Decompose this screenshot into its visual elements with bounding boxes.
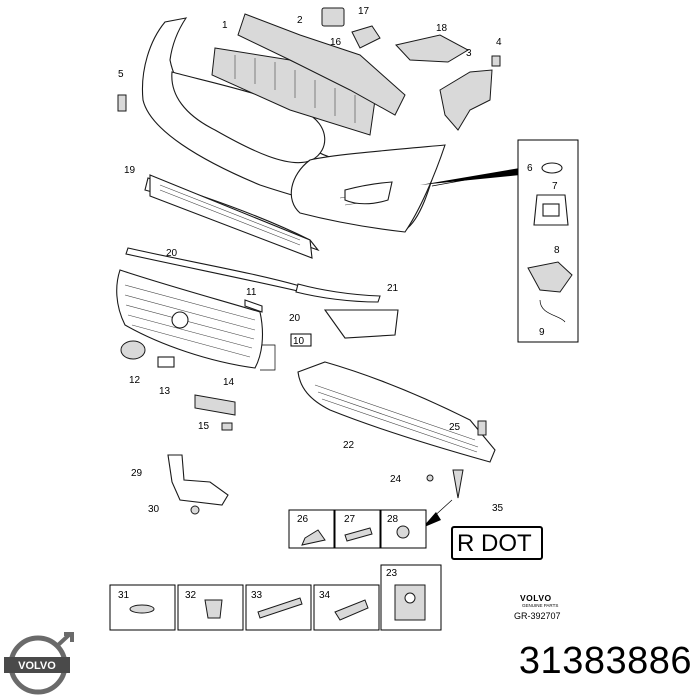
fastener-stack (452, 469, 464, 499)
callout-10: 10 (293, 336, 305, 347)
doc-brand-sub: GENUINE PARTS (522, 603, 559, 608)
part-22-skid-plate (297, 361, 496, 463)
part-5-clip (117, 94, 127, 112)
callout-18: 18 (436, 23, 448, 34)
part-3-side-bracket (439, 55, 501, 131)
callout-33: 33 (251, 590, 263, 601)
callout-35: 35 (492, 503, 504, 514)
part-14-bracket (194, 394, 236, 416)
part-15-screw (221, 422, 233, 431)
rdot-label-text: R DOT (457, 530, 532, 557)
part-21-fog-cover (323, 309, 399, 339)
part-number: 31383886 (518, 640, 692, 682)
callout-14: 14 (223, 377, 235, 388)
callout-8: 8 (554, 245, 560, 256)
callout-labels: 1 2 3 4 5 6 7 8 9 10 11 12 13 14 15 16 1… (118, 6, 560, 601)
callout-16: 16 (330, 37, 342, 48)
part-23-box (380, 564, 442, 631)
callout-15: 15 (198, 421, 210, 432)
volvo-logo-wordmark: VOLVO (18, 660, 56, 672)
callout-29: 29 (131, 468, 143, 479)
part-13-badge (157, 356, 175, 368)
callout-7: 7 (552, 181, 558, 192)
callout-26: 26 (297, 514, 309, 525)
callout-21: 21 (387, 283, 399, 294)
part-29-mount-bracket (167, 454, 229, 515)
callout-23: 23 (386, 568, 398, 579)
callout-12: 12 (129, 375, 141, 386)
callout-17: 17 (358, 6, 370, 17)
callout-20a: 20 (166, 248, 178, 259)
part-12-emblem (120, 340, 146, 360)
callout-32: 32 (185, 590, 197, 601)
part-10-label-box (290, 333, 312, 347)
doc-brand: VOLVO (520, 593, 552, 603)
callout-11: 11 (246, 287, 257, 298)
callout-5: 5 (118, 69, 124, 80)
callout-19: 19 (124, 165, 136, 176)
doc-reference: GR-392707 (514, 611, 561, 621)
fastener-box-row-26-28 (288, 509, 427, 549)
callout-13: 13 (159, 386, 171, 397)
bumper-cover (141, 17, 520, 233)
part-18-bracket (395, 34, 470, 63)
callout-34: 34 (319, 590, 331, 601)
part-20-lower-grille (125, 174, 381, 303)
part-24-nut (426, 474, 434, 482)
callout-2: 2 (297, 15, 303, 26)
part-2-reinforcement (237, 13, 406, 116)
part-10-grille (116, 269, 264, 369)
callout-22: 22 (343, 440, 355, 451)
callout-1: 1 (222, 20, 228, 31)
callout-31: 31 (118, 590, 130, 601)
callout-9: 9 (539, 327, 545, 338)
callout-28: 28 (387, 514, 399, 525)
inset-box-6-9 (517, 139, 579, 343)
callout-20b: 20 (289, 313, 301, 324)
callout-25: 25 (449, 422, 461, 433)
callout-3: 3 (466, 48, 472, 59)
callout-6: 6 (527, 163, 533, 174)
rdot-label-plate: R DOT (451, 526, 543, 560)
volvo-logo (4, 632, 74, 695)
part-16-17-clips (321, 7, 381, 49)
fastener-box-row-31-34 (109, 584, 380, 631)
callout-4: 4 (496, 37, 502, 48)
callout-27: 27 (344, 514, 356, 525)
callout-30: 30 (148, 504, 160, 515)
part-25-clip (477, 420, 487, 436)
callout-24: 24 (390, 474, 402, 485)
